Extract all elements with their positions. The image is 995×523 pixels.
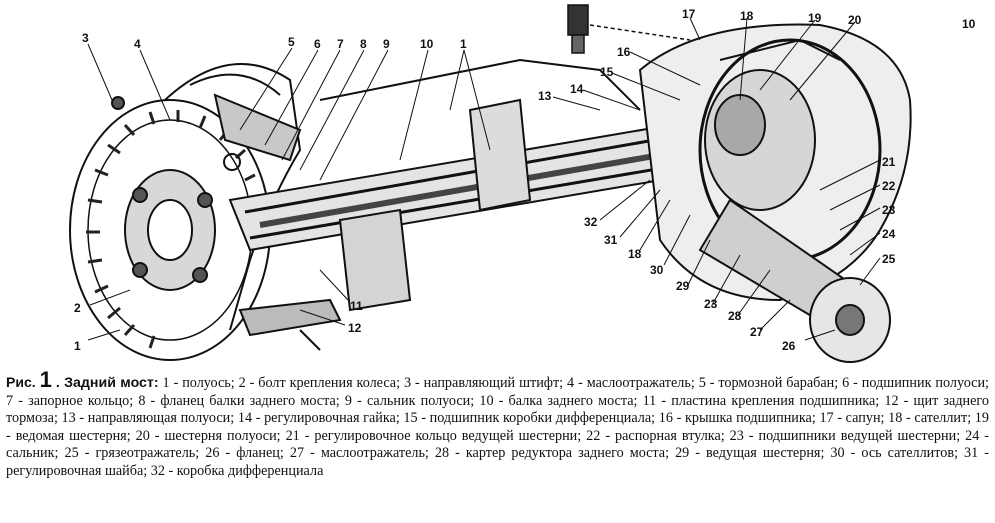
pinion-assembly <box>698 198 891 363</box>
caption-number: 1 <box>39 367 52 392</box>
svg-text:20: 20 <box>848 13 862 27</box>
svg-text:13: 13 <box>538 89 552 103</box>
svg-text:23: 23 <box>704 297 718 311</box>
svg-text:3: 3 <box>82 31 89 45</box>
svg-text:10: 10 <box>420 37 434 51</box>
svg-text:1: 1 <box>460 37 467 51</box>
svg-text:32: 32 <box>584 215 598 229</box>
svg-text:29: 29 <box>676 279 690 293</box>
svg-text:26: 26 <box>782 339 796 353</box>
caption-prefix: Рис. <box>6 374 36 390</box>
svg-text:30: 30 <box>650 263 664 277</box>
callout-labels: 3 4 5 6 7 8 9 10 1 2 1 11 12 13 14 15 16… <box>74 7 976 353</box>
svg-text:5: 5 <box>288 35 295 49</box>
callouts <box>87 17 881 341</box>
svg-text:10: 10 <box>962 17 976 31</box>
caption-title: . Задний мост: <box>55 375 159 391</box>
svg-text:16: 16 <box>617 45 631 59</box>
svg-text:21: 21 <box>882 155 896 169</box>
svg-text:1: 1 <box>74 339 81 353</box>
svg-text:7: 7 <box>337 37 344 51</box>
svg-text:12: 12 <box>348 321 362 335</box>
svg-text:2: 2 <box>74 301 81 315</box>
breather <box>567 4 691 54</box>
svg-text:17: 17 <box>682 7 696 21</box>
svg-text:15: 15 <box>600 65 614 79</box>
svg-text:9: 9 <box>383 37 390 51</box>
svg-text:18: 18 <box>628 247 642 261</box>
svg-text:27: 27 <box>750 325 764 339</box>
svg-text:11: 11 <box>350 299 363 313</box>
svg-text:24: 24 <box>882 227 896 241</box>
svg-text:19: 19 <box>808 11 822 25</box>
caption-text: 1 - полуось; 2 - болт крепления колеса; … <box>6 375 989 479</box>
rear-axle-diagram: 3 4 5 6 7 8 9 10 1 2 1 11 12 13 14 15 16… <box>69 4 976 363</box>
brake-shield <box>164 63 302 331</box>
svg-text:6: 6 <box>314 37 321 51</box>
svg-text:18: 18 <box>740 9 754 23</box>
svg-text:31: 31 <box>604 233 618 247</box>
svg-text:23: 23 <box>882 203 896 217</box>
brake-shield-bottom <box>238 298 342 351</box>
axle-tube <box>228 58 722 312</box>
svg-text:22: 22 <box>882 179 896 193</box>
svg-text:28: 28 <box>728 309 742 323</box>
svg-text:4: 4 <box>134 37 141 51</box>
svg-text:8: 8 <box>360 37 367 51</box>
svg-text:14: 14 <box>570 82 584 96</box>
svg-text:25: 25 <box>882 252 896 266</box>
brake-drum <box>69 96 271 361</box>
figure-caption: Рис.1. Задний мост: 1 - полуось; 2 - бол… <box>6 369 989 481</box>
